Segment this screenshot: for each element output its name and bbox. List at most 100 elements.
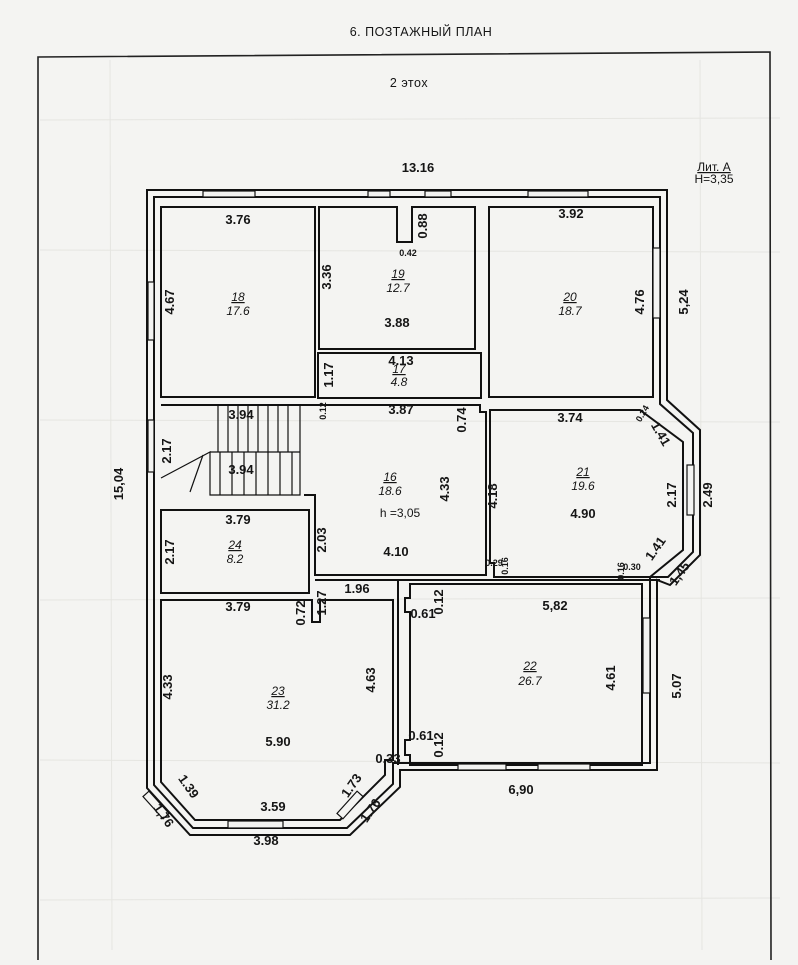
dim-total-width: 13.16 <box>402 160 435 175</box>
dim-r22-wall1: 0.61 <box>410 606 435 621</box>
window-23-bay-r <box>336 790 364 820</box>
dim-r22-h: 4.61 <box>603 665 618 690</box>
dim-r21-bay2: 2.17 <box>664 482 679 507</box>
dim-r21-s3: 0.16 <box>500 557 510 575</box>
dim-r16-left: 2.03 <box>314 527 329 552</box>
room-24-walls <box>160 509 310 594</box>
dim-r19-niche-h: 0.88 <box>415 213 430 238</box>
window-stair-left <box>147 419 155 473</box>
room-16-number: 16 <box>383 470 397 484</box>
dim-r18-h: 4.67 <box>162 289 177 314</box>
dim-r20-h: 4.76 <box>632 289 647 314</box>
dim-r23-bot-ext: 3.98 <box>253 833 278 848</box>
dim-r16-step: 0.74 <box>454 407 469 433</box>
window-18-top <box>202 190 256 198</box>
walls <box>146 189 701 836</box>
room-17-number: 17 <box>392 362 407 376</box>
window-19-top-a <box>367 190 391 198</box>
dim-r22-wall2b: 0.12 <box>431 732 446 757</box>
dim-r22-top: 5,82 <box>542 598 567 613</box>
liter-label: Лит. А <box>697 160 730 174</box>
staircase <box>160 404 301 496</box>
dim-r23-mid: 5.90 <box>265 734 290 749</box>
room-17-area: 4.8 <box>391 375 408 389</box>
window-22-bottom-a <box>457 763 507 771</box>
dim-r17-h: 1.17 <box>321 362 336 387</box>
room-20-area: 18.7 <box>558 304 583 318</box>
dim-r23-bot: 3.59 <box>260 799 285 814</box>
dim-r19-niche-w: 0.42 <box>399 248 417 258</box>
dim-r19-h: 3.36 <box>319 264 334 289</box>
room-16-height: h =3,05 <box>380 506 421 520</box>
dim-r16-w: 4.10 <box>383 544 408 559</box>
dim-r21-s5: 0.16 <box>616 562 626 580</box>
dim-r22-ext: 5.07 <box>669 673 684 698</box>
dim-stair-w2: 3.94 <box>228 462 254 477</box>
window-22-bottom-b <box>537 763 591 771</box>
dim-r23-niche: 1.27 <box>314 590 329 615</box>
room-21-number: 21 <box>575 465 589 479</box>
dim-r24-h: 2.17 <box>162 539 177 564</box>
window-23-bottom <box>227 820 284 829</box>
dim-stair-w1: 3.94 <box>228 407 254 422</box>
room-18-number: 18 <box>231 290 245 304</box>
dim-r20-ext: 5,24 <box>676 289 691 315</box>
room-24-number: 24 <box>227 538 242 552</box>
room-16-walls <box>161 404 487 576</box>
windows <box>142 190 695 829</box>
room-21-walls <box>489 409 684 578</box>
dim-r21-s2: 0.29 <box>485 558 503 568</box>
dim-r17-w: 4.13 <box>388 353 413 368</box>
room-23-walls <box>160 599 394 821</box>
window-19-top-b <box>424 190 452 198</box>
dim-r16-h: 4.33 <box>437 476 452 501</box>
dimension-labels: 13.16 15,04 3.76 4.67 3.36 3.88 0.88 0.4… <box>111 160 715 848</box>
room-24-area: 8.2 <box>227 552 244 566</box>
window-18-left <box>147 281 155 341</box>
room-18-walls <box>160 206 316 398</box>
dim-r18-w: 3.76 <box>225 212 250 227</box>
window-21-bay <box>686 464 695 516</box>
room-23-number: 23 <box>270 684 285 698</box>
room-23-area: 31.2 <box>266 698 290 712</box>
dim-r21-w: 4.90 <box>570 506 595 521</box>
dim-r21-left: 4.18 <box>485 483 500 508</box>
dim-r21-s4: 0.30 <box>623 562 641 572</box>
room-16-area: 18.6 <box>378 484 402 498</box>
room-17-walls <box>317 352 482 399</box>
dim-r23-step: 0.33 <box>375 751 400 766</box>
section-title: 6. ПОЗТАЖНЫЙ ПЛАН <box>350 24 493 39</box>
dim-r23-niche-w: 1.96 <box>344 581 369 596</box>
room-22-area: 26.7 <box>517 674 543 688</box>
floor-label: 2 этох <box>390 76 428 90</box>
window-23-bay-l <box>142 790 170 820</box>
dim-r16-top: 3.87 <box>388 402 413 417</box>
dim-r22-bot: 6,90 <box>508 782 533 797</box>
room-20-number: 20 <box>562 290 577 304</box>
dim-stair-h: 2.17 <box>159 438 174 463</box>
room-19-number: 19 <box>391 267 405 281</box>
window-22-right <box>642 617 651 694</box>
building-height: Н=3,35 <box>694 172 733 186</box>
window-20-top <box>527 190 589 198</box>
dim-r16-wall: 0.12 <box>318 402 328 420</box>
dim-r24-w: 3.79 <box>225 512 250 527</box>
sheet-frame <box>37 51 772 961</box>
dim-r21-bay-ext: 2.49 <box>700 482 715 507</box>
room-21-area: 19.6 <box>571 479 595 493</box>
room-22-walls <box>404 583 643 766</box>
dim-r23-right: 4.63 <box>363 667 378 692</box>
dim-r22-wall1b: 0.12 <box>431 589 446 614</box>
room-19-walls <box>318 206 476 350</box>
dim-total-depth: 15,04 <box>111 467 126 500</box>
outer-wall <box>146 189 701 836</box>
dim-r23-left: 4.33 <box>160 674 175 699</box>
dim-r23-wall: 0.72 <box>293 600 308 625</box>
dim-r19-w: 3.88 <box>384 315 409 330</box>
room-22-number: 22 <box>522 659 537 673</box>
room-18-area: 17.6 <box>226 304 250 318</box>
window-20-right <box>652 247 661 319</box>
